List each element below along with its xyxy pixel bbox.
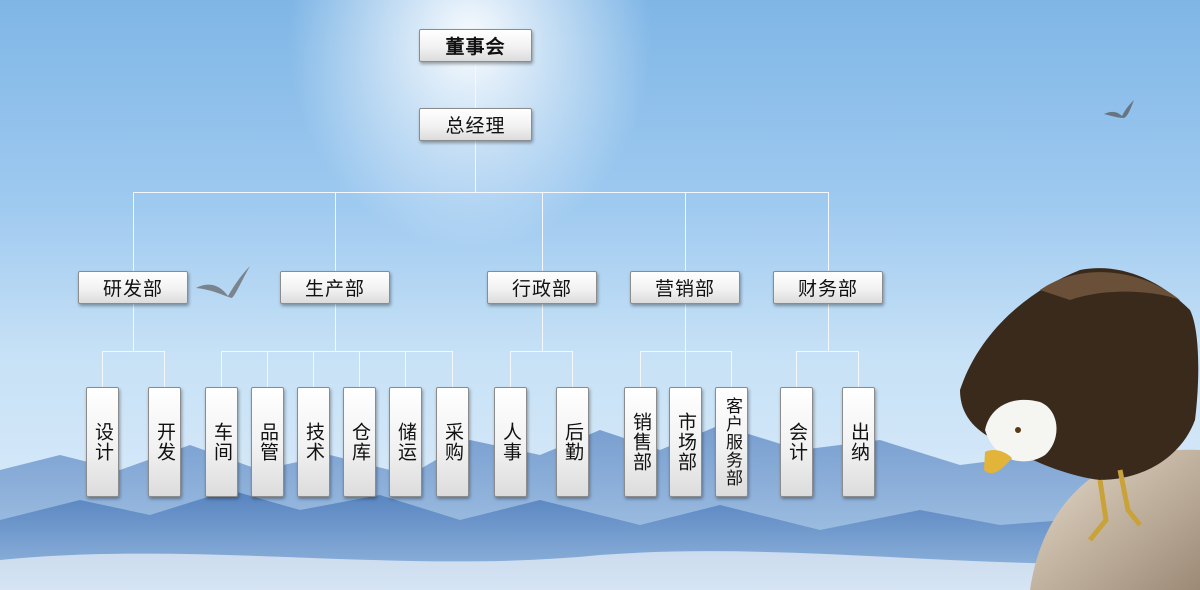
connector-sub [731,351,732,388]
connector-dept-drop [542,192,543,271]
node-dept-admin: 行政部 [487,271,597,304]
connector-sub [796,351,859,352]
connector-board-gm [475,63,476,108]
node-general-manager: 总经理 [419,108,532,141]
node-dept-marketing: 营销部 [630,271,740,304]
connector-sub [452,351,453,388]
connector-sub [221,351,222,388]
connector-sub [510,351,511,388]
node-dept-production: 生产部 [280,271,390,304]
connector-dept-drop [133,192,134,271]
connector-sub [572,351,573,388]
connector-sub [858,351,859,388]
node-unit: 储运 [389,387,422,497]
node-dept-rnd: 研发部 [78,271,188,304]
connector-dept-drop [828,192,829,271]
node-unit: 出纳 [842,387,875,497]
connector-sub [685,304,686,351]
connector-gm-bus [475,141,476,193]
connector-dept-bus [133,192,829,193]
connector-sub [542,304,543,351]
node-unit: 仓库 [343,387,376,497]
connector-sub [267,351,268,388]
node-unit: 市场部 [669,387,702,497]
connector-dept-drop [335,192,336,271]
connector-dept-drop [685,192,686,271]
connector-sub [828,304,829,351]
node-unit: 会计 [780,387,813,497]
node-unit: 人事 [494,387,527,497]
connector-sub [133,304,134,351]
node-dept-finance: 财务部 [773,271,883,304]
node-unit: 技术 [297,387,330,497]
connector-sub [164,351,165,388]
node-unit: 采购 [436,387,469,497]
node-unit: 客户服务部 [715,387,748,497]
node-board: 董事会 [419,29,532,62]
connector-sub [510,351,573,352]
node-unit: 车间 [205,387,238,497]
connector-sub [335,304,336,351]
connector-sub [640,351,641,388]
connector-sub [102,351,103,388]
connector-sub [102,351,165,352]
connector-sub [796,351,797,388]
node-unit: 开发 [148,387,181,497]
connector-sub [685,351,686,388]
node-unit: 销售部 [624,387,657,497]
connector-sub [640,351,732,352]
node-unit: 品管 [251,387,284,497]
connector-sub [359,351,360,388]
connector-sub [313,351,314,388]
node-unit: 后勤 [556,387,589,497]
node-unit: 设计 [86,387,119,497]
connector-sub [221,351,453,352]
connector-sub [405,351,406,388]
